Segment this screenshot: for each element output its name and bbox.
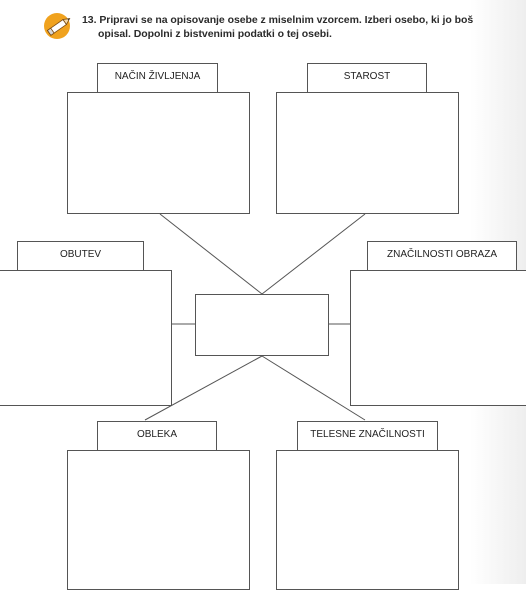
nacin-zivljenja-box[interactable] (67, 92, 250, 214)
starost-label: STAROST (307, 63, 427, 93)
obutev-label: OBUTEV (17, 241, 144, 271)
znacilnosti-obraza-box[interactable] (350, 270, 526, 406)
starost-box[interactable] (276, 92, 459, 214)
connector-nacin-zivljenja (159, 213, 263, 295)
pencil-icon (44, 13, 71, 39)
znacilnosti-obraza-label: ZNAČILNOSTI OBRAZA (367, 241, 517, 271)
connector-obleka (144, 355, 263, 421)
task-number: 13. (82, 14, 97, 26)
center-box[interactable] (195, 294, 329, 356)
task-text-line-2: opisal. Dopolni z bistvenimi podatki o t… (98, 28, 332, 40)
telesne-znacilnosti-label: TELESNE ZNAČILNOSTI (297, 421, 438, 451)
task-instruction-line-1: 13. Pripravi se na opisovanje osebe z mi… (82, 14, 473, 26)
obutev-box[interactable] (0, 270, 172, 406)
connector-telesne-znacilnosti (261, 355, 366, 421)
nacin-zivljenja-label: NAČIN ŽIVLJENJA (97, 63, 218, 93)
obleka-box[interactable] (67, 450, 250, 590)
connector-starost (261, 213, 366, 295)
task-text-line-1: Pripravi se na opisovanje osebe z miseln… (99, 14, 474, 26)
obleka-label: OBLEKA (97, 421, 217, 451)
telesne-znacilnosti-box[interactable] (276, 450, 459, 590)
